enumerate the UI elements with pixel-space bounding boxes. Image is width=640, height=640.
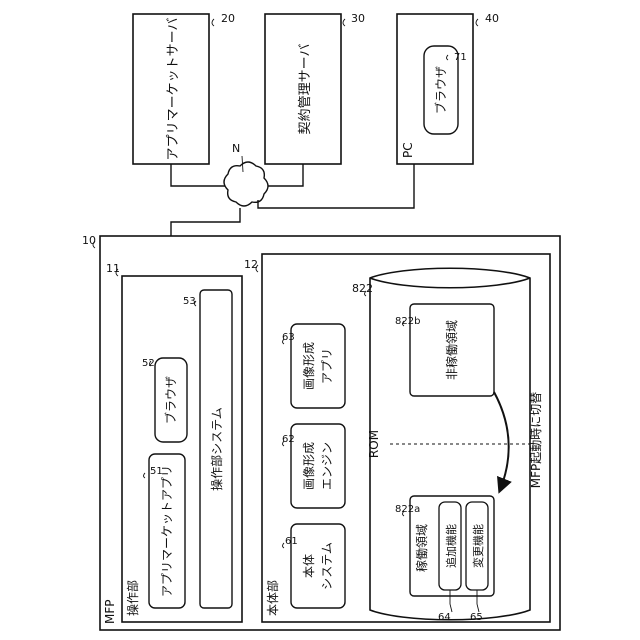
additional-function-ref: 64	[438, 612, 451, 623]
mfp-ref: 10	[82, 234, 96, 247]
contract-server-label: 契約管理サーバ	[298, 44, 313, 135]
main-body-label: 本体部	[265, 580, 280, 616]
operation-unit-ref: 11	[106, 262, 120, 275]
image-engine-ref: 62	[282, 434, 295, 445]
inactive-area-ref: 822b	[395, 316, 420, 327]
main-system-label-1: 本体	[302, 554, 316, 578]
active-area-ref: 822a	[395, 504, 420, 515]
image-engine-label-2: エンジン	[320, 442, 334, 490]
op-browser-label: ブラウザ	[163, 376, 178, 424]
image-app-ref: 63	[282, 332, 295, 343]
image-app-label-1: 画像形成	[302, 342, 316, 390]
image-app-box	[291, 324, 345, 408]
app-market-app-ref: 51	[150, 466, 163, 477]
image-app-label-2: アプリ	[320, 348, 334, 384]
op-system-label: 操作部システム	[209, 407, 224, 491]
image-engine-box	[291, 424, 345, 508]
app-market-app-label: アプリマーケットアプリ	[160, 465, 174, 597]
rom-ref: 822	[352, 282, 373, 295]
mfp-label: MFP	[103, 600, 117, 625]
app-market-server-ref: 20	[221, 12, 235, 25]
network-cloud	[224, 162, 268, 206]
pc-browser-label: ブラウザ	[433, 66, 448, 114]
op-browser-ref: 52	[142, 358, 155, 369]
pc-ref: 40	[485, 12, 499, 25]
changed-function-ref: 65	[470, 612, 483, 623]
main-system-ref: 61	[285, 536, 298, 547]
rom-label: ROM	[367, 430, 381, 458]
image-engine-label-1: 画像形成	[302, 442, 316, 490]
op-system-ref: 53	[183, 296, 196, 307]
pc-label: PC	[401, 142, 415, 158]
main-system-box	[291, 524, 345, 608]
app-market-server-label: アプリマーケットサーバ	[166, 18, 181, 161]
network-ref: N	[232, 142, 240, 155]
line-network-to-mfp	[171, 208, 240, 236]
contract-server-ref: 30	[351, 12, 365, 25]
switch-note: MFP起動時に切替	[529, 392, 543, 489]
line-app-market-to-network	[171, 164, 226, 186]
active-area-label: 稼働領域	[414, 524, 429, 572]
inactive-area-label: 非稼働領域	[444, 320, 459, 380]
main-system-label-2: システム	[320, 542, 334, 590]
pc-browser-ref: 71	[454, 52, 467, 63]
additional-function-label: 追加機能	[444, 524, 458, 568]
operation-unit-label: 操作部	[125, 580, 140, 616]
changed-function-label: 変更機能	[471, 524, 485, 568]
